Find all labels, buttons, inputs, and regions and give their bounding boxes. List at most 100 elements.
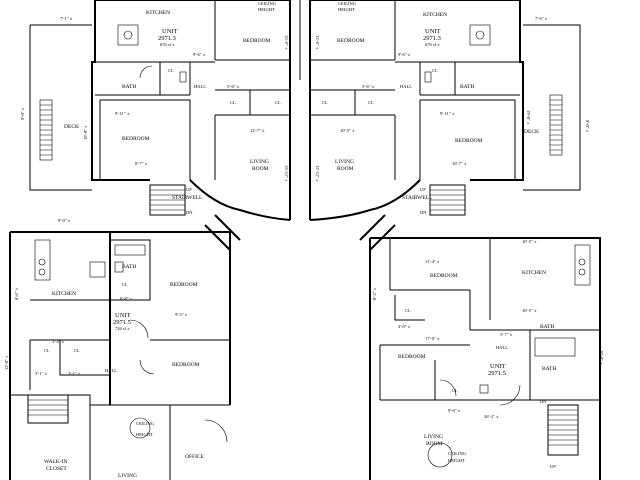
dimension: 5'-6" ± <box>362 84 375 89</box>
unit-label: UNIT <box>425 28 441 35</box>
ceiling-label: CEILING <box>136 421 155 426</box>
dimension: 5'-6" ± <box>227 84 240 89</box>
stair-down-label: DN <box>186 210 193 215</box>
closet-label: CL <box>122 282 128 287</box>
kitchen-label: KITCHEN <box>522 270 546 276</box>
dimension: 9'-5" ± <box>175 312 188 317</box>
dimension: 5'-7" ± <box>500 332 513 337</box>
dimension: 11'-4" ± <box>425 259 440 264</box>
dimension: 15'-11" ± <box>315 165 320 182</box>
bedroom-label: BEDROOM <box>398 354 426 360</box>
living-room-label: ROOM <box>337 166 354 172</box>
living-room-label: ROOM <box>426 441 443 447</box>
connector <box>204 214 396 251</box>
kitchen-label: KITCHEN <box>52 291 76 297</box>
ceiling-label: CEILING <box>338 1 357 6</box>
bedroom-label: BEDROOM <box>243 38 271 44</box>
dimension: 9'-11" ± <box>440 111 455 116</box>
bedroom-label: BEDROOM <box>122 136 150 142</box>
dimension: 12'-7" ± <box>250 128 265 133</box>
dimension: 9'-6" ± <box>193 52 206 57</box>
dimension: 6'-8" ± <box>120 296 133 301</box>
bath-label: BATH <box>122 84 136 90</box>
closet-label: CL <box>368 100 374 105</box>
ceiling-label: CEILING <box>258 1 277 6</box>
stairwell-label: STAIRWELL <box>172 195 203 201</box>
living-room-label: LIVING <box>424 434 443 440</box>
dimension: 15'-6" ± <box>284 35 289 50</box>
room-labels: KITCHEN KITCHEN CEILING HEIGHT CEILING H… <box>44 1 556 479</box>
stair-down-label: DN <box>540 399 547 404</box>
hall-label: HALL <box>194 84 206 89</box>
dimension: 26'-3" ± <box>484 414 499 419</box>
dimension: 10'-5" ± <box>522 239 537 244</box>
dimension: 9'-0" ± <box>20 107 25 120</box>
unit-label: UNIT <box>115 312 131 319</box>
dimension: 9'-0" ± <box>58 218 71 223</box>
dimension: 10'-5" ± <box>340 128 355 133</box>
deck-label: DECK <box>524 129 539 135</box>
unit-labels: UNIT 2971.3 676 sf ± UNIT 2971.3 676 sf … <box>113 28 506 377</box>
stair-down-label: DN <box>420 210 427 215</box>
bath-label: BATH <box>460 84 474 90</box>
walk-in-closet-label: WALK-IN <box>44 459 68 465</box>
deck-label: DECK <box>64 124 79 130</box>
dimension: 3'-1" ± <box>68 371 81 376</box>
hall-label: HALL <box>400 84 412 89</box>
ceiling-label: HEIGHT <box>338 7 355 12</box>
dimension: 17'-0" ± <box>425 336 440 341</box>
closet-label: CL <box>452 388 458 393</box>
dimension: 7'-6" ± <box>535 16 548 21</box>
unit-area: 676 sf ± <box>425 42 440 47</box>
closet-label: CL <box>168 68 174 73</box>
office-label: OFFICE <box>185 454 205 460</box>
dimension: 8'-7" ± <box>135 161 148 166</box>
stair-up-label: UP <box>420 187 426 192</box>
dimension: 9'-6" ± <box>398 52 411 57</box>
closet-label: CL <box>322 100 328 105</box>
ceiling-label: CEILING <box>448 451 467 456</box>
dimension: 7'-1" ± <box>60 16 73 21</box>
closet-label: CL <box>405 308 411 313</box>
bedroom-label: BEDROOM <box>172 362 200 368</box>
unit-area: 726 sf ± <box>115 326 130 331</box>
bedroom-label: BEDROOM <box>337 38 365 44</box>
hall-label: HALL <box>105 368 117 373</box>
unit-bottom-right <box>369 237 601 480</box>
dimension-labels: 7'-1" ± 7'-6" ± 9'-6" ± 9'-6" ± 15'-6" ±… <box>4 16 604 419</box>
bedroom-label: BEDROOM <box>455 138 483 144</box>
ceiling-label: HEIGHT <box>448 458 465 463</box>
unit-number: 2971.3 <box>423 35 441 42</box>
bedroom-label: BEDROOM <box>430 273 458 279</box>
unit-label: UNIT <box>162 28 178 35</box>
stairwell-label: STAIRWELL <box>402 195 433 201</box>
closet-label: CL <box>275 100 281 105</box>
unit-number: 2971.5 <box>113 319 131 326</box>
dimension: 10'-0" ± <box>599 350 604 365</box>
dimension: 10'-5" ± <box>522 308 537 313</box>
unit-bottom-left <box>9 231 231 480</box>
walk-in-closet-label: CLOSET <box>46 466 67 472</box>
unit-label: UNIT <box>490 363 506 370</box>
deck-left <box>29 24 92 191</box>
closet-label: CL <box>74 348 80 353</box>
dimension: 9'-0" ± <box>585 120 590 133</box>
unit-number: 2971.3 <box>158 35 176 42</box>
dimension: 3'-4" ± <box>52 339 65 344</box>
dimension: 12'-0" ± <box>4 355 9 370</box>
ceiling-label: HEIGHT <box>136 432 153 437</box>
dimension: 8'-2" ± <box>372 287 377 300</box>
living-room-label: LIVING <box>250 159 269 165</box>
dimension: 9'-6" ± <box>448 408 461 413</box>
deck-right <box>523 24 581 191</box>
bath-label: BATH <box>540 324 554 330</box>
living-label: LIVING <box>118 473 137 479</box>
dimension: 4'-0" ± <box>398 324 411 329</box>
kitchen-label: KITCHEN <box>423 12 447 18</box>
dimension: 3'-1" ± <box>35 371 48 376</box>
unit-top-left <box>91 0 301 221</box>
dimension: 15'-6" ± <box>315 35 320 50</box>
dimension: 15'-11" ± <box>284 165 289 182</box>
closet-label: CL <box>432 68 438 73</box>
